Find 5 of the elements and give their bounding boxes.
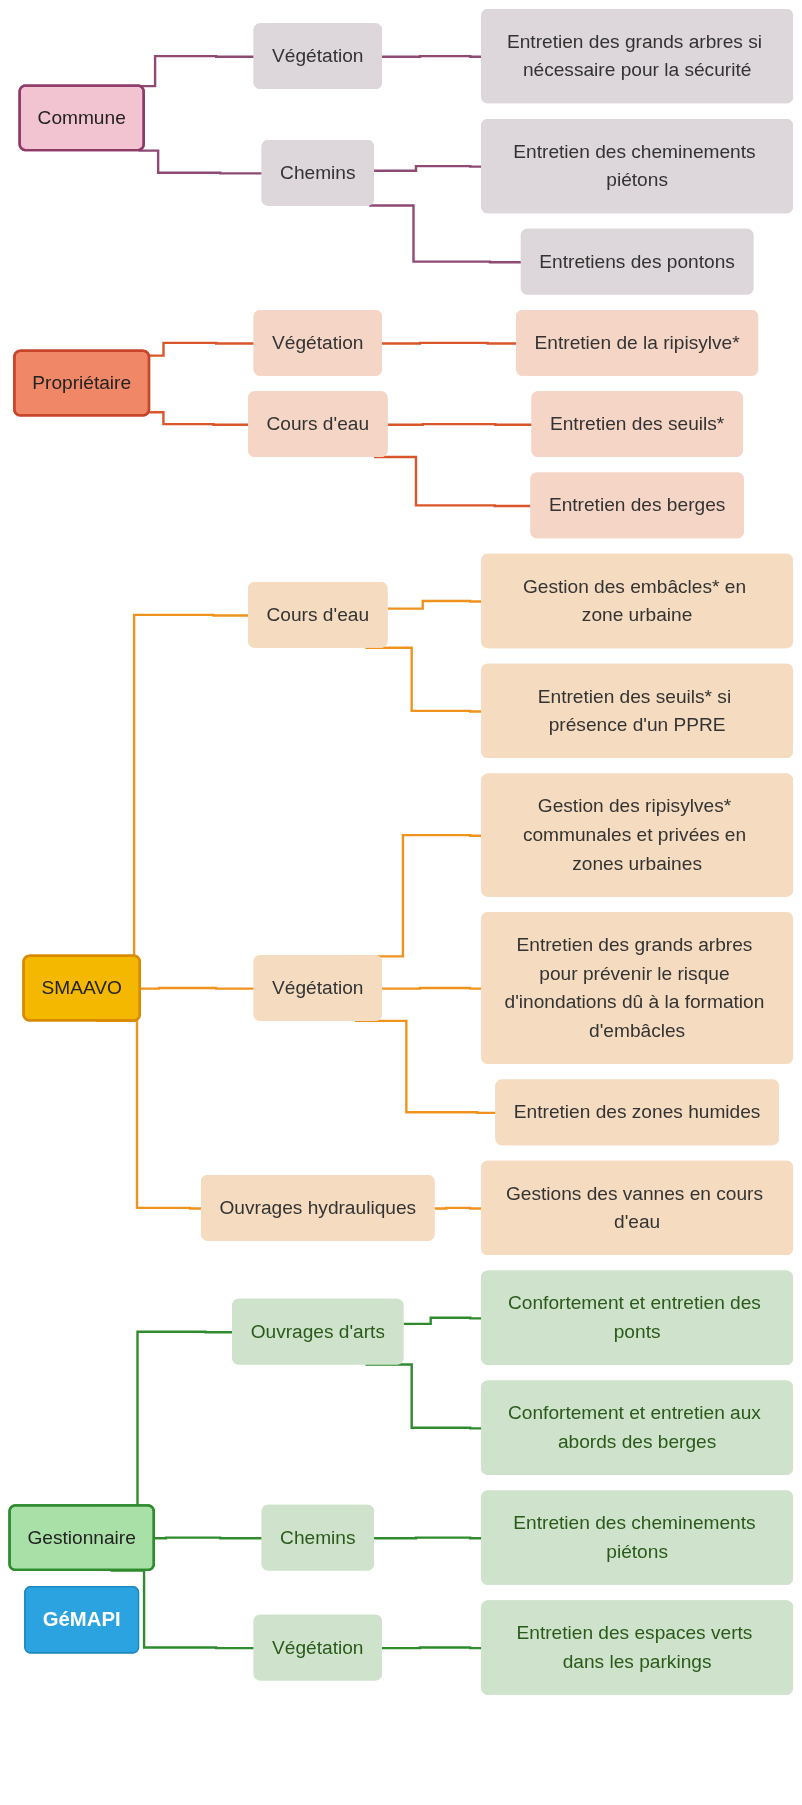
connector xyxy=(154,1536,263,1540)
connector xyxy=(149,341,255,357)
connector xyxy=(387,422,533,426)
connector xyxy=(140,986,255,990)
connector xyxy=(138,149,263,175)
